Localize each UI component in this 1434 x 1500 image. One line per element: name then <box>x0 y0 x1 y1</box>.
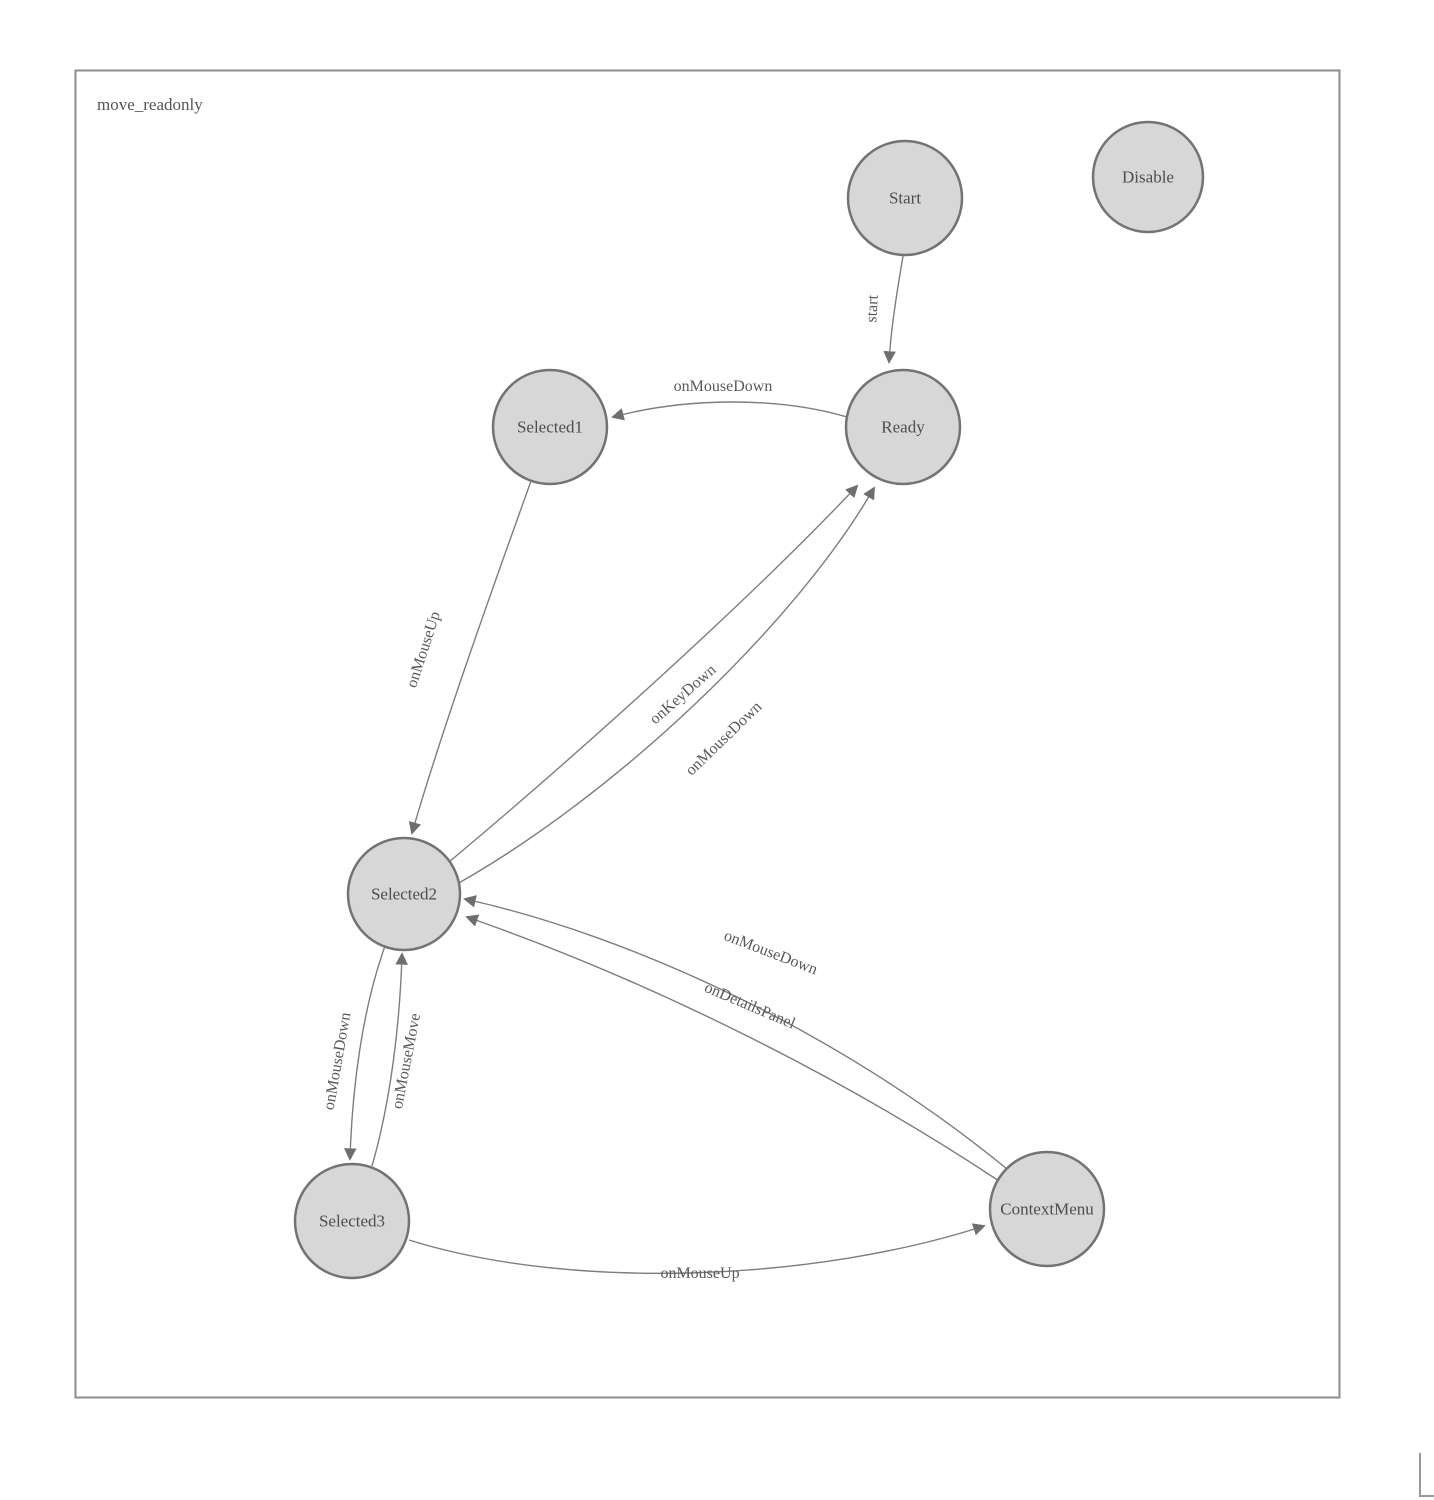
edge-label-ContextMenu-Selected2-onMouseDown: onMouseDown <box>722 927 820 978</box>
transition-edge-Ready-Selected1-onMouseDown <box>611 401 848 421</box>
state-circle-Selected2 <box>346 836 462 952</box>
transition-edge-Selected2-Selected3-onMouseDown <box>344 945 386 1161</box>
transition-edge-Start-Ready-start <box>883 255 904 364</box>
state-node-Selected2: Selected2 <box>346 836 462 952</box>
state-node-Selected3: Selected3 <box>293 1162 411 1280</box>
state-label-Disable: Disable <box>1122 168 1174 187</box>
edge-label-Ready-Selected1-onMouseDown: onMouseDown <box>674 378 773 395</box>
transition-edge-Selected3-ContextMenu-onMouseUp <box>408 1223 986 1275</box>
viewport-corner-artifact <box>1419 1453 1434 1497</box>
state-node-Selected1: Selected1 <box>491 368 609 486</box>
state-node-ContextMenu: ContextMenu <box>988 1150 1106 1268</box>
transition-edge-ContextMenu-Selected2-onDetailsPanel <box>465 914 1000 1182</box>
state-circle-Selected1 <box>491 368 609 486</box>
transition-edge-ContextMenu-Selected2-onMouseDown <box>463 895 1008 1170</box>
state-circle-Start <box>846 139 964 257</box>
diagram-frame-border <box>74 69 1341 1399</box>
state-node-Ready: Ready <box>844 368 962 486</box>
edge-label-Selected2-Ready-onKeyDown: onKeyDown <box>647 661 720 727</box>
transition-edge-Selected2-Ready-onMouseDown <box>456 486 875 885</box>
edge-label-Selected3-ContextMenu-onMouseUp: onMouseUp <box>660 1265 739 1282</box>
state-label-Selected1: Selected1 <box>517 418 583 437</box>
state-circle-Ready <box>844 368 962 486</box>
state-node-Start: Start <box>846 139 964 257</box>
state-label-ContextMenu: ContextMenu <box>1000 1200 1094 1219</box>
state-circle-Disable <box>1091 120 1205 234</box>
transition-edge-Selected1-Selected2-onMouseUp <box>408 480 532 835</box>
edge-label-Selected1-Selected2-onMouseUp: onMouseUp <box>403 609 444 689</box>
transition-edge-Selected2-Ready-onKeyDown <box>448 484 859 863</box>
edges-layer <box>344 255 1008 1275</box>
edge-label-ContextMenu-Selected2-onDetailsPanel: onDetailsPanel <box>702 979 798 1033</box>
state-label-Selected2: Selected2 <box>371 885 437 904</box>
diagram-title: move_readonly <box>97 95 203 114</box>
state-circle-ContextMenu <box>988 1150 1106 1268</box>
state-label-Start: Start <box>889 189 921 208</box>
edge-label-Selected2-Ready-onMouseDown: onMouseDown <box>682 698 765 779</box>
edge-label-Start-Ready-start: start <box>863 294 881 323</box>
transition-edge-Selected3-Selected2-onMouseMove <box>371 952 408 1167</box>
state-node-Disable: Disable <box>1091 120 1205 234</box>
edge-label-Selected3-Selected2-onMouseMove: onMouseMove <box>389 1012 424 1110</box>
state-label-Ready: Ready <box>881 418 925 437</box>
state-label-Selected3: Selected3 <box>319 1212 385 1231</box>
state-circle-Selected3 <box>293 1162 411 1280</box>
edge-label-Selected2-Selected3-onMouseDown: onMouseDown <box>321 1011 355 1111</box>
